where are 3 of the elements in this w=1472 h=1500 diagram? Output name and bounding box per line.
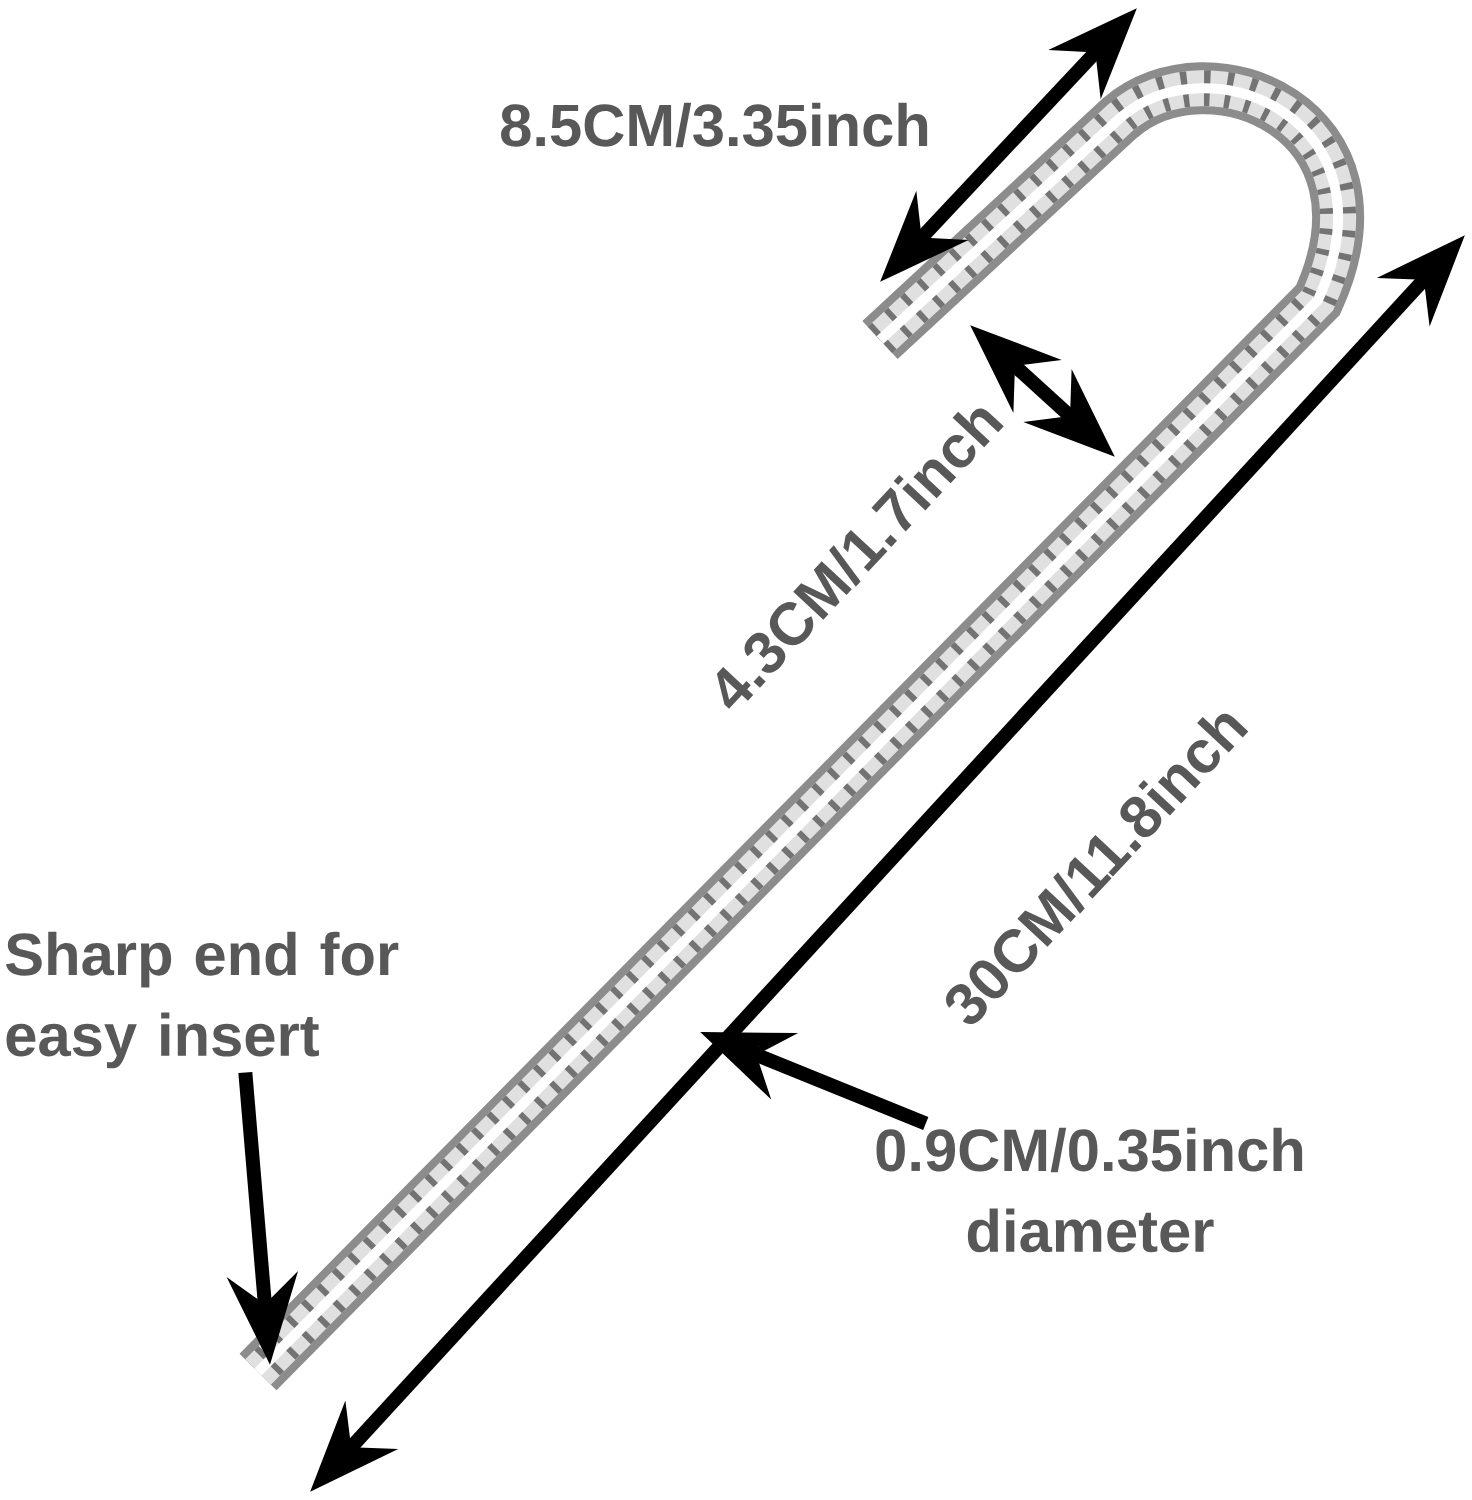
callout-text: 0.9CM/0.35inch diameter [876,1127,1303,1253]
callout-text: Sharp end for easy insert [5,931,399,1069]
dimension-label: 8.5CM/3.35inch [501,102,928,148]
